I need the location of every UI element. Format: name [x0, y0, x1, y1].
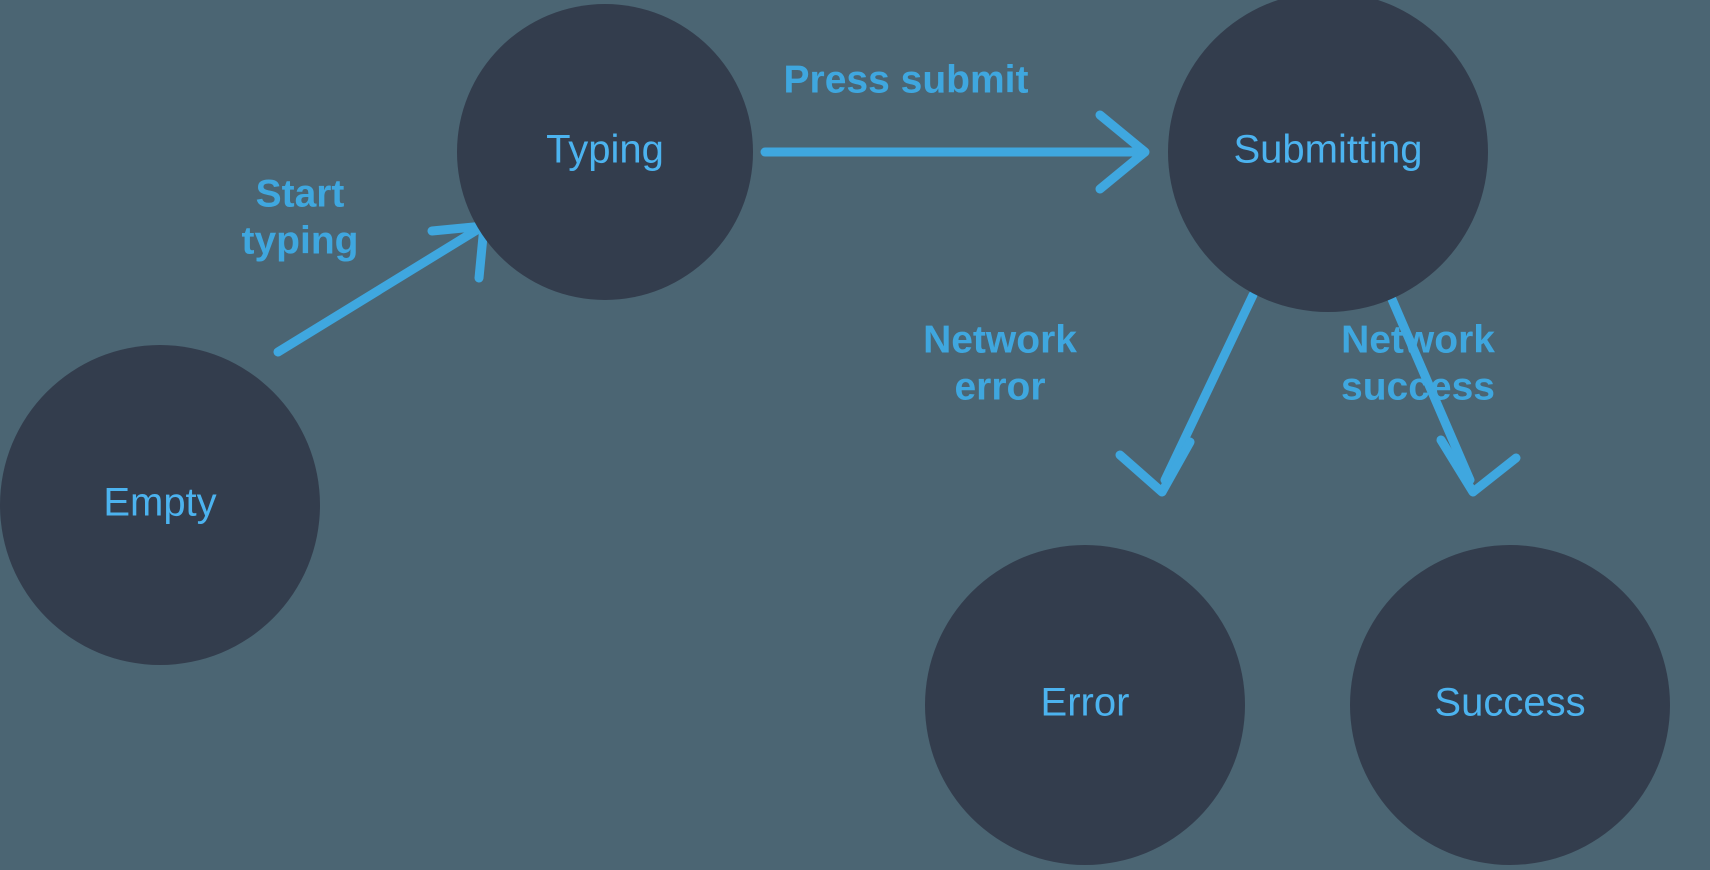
state-node-typing[interactable]: Typing [457, 4, 753, 300]
state-node-typing-circle[interactable] [457, 4, 753, 300]
state-node-success-circle[interactable] [1350, 545, 1670, 865]
edge-submitting-to-error-label-line1: Network [923, 318, 1077, 361]
edge-submitting-to-error-line [1160, 290, 1258, 485]
state-node-submitting-circle[interactable] [1168, 0, 1488, 312]
state-node-empty[interactable]: Empty [0, 345, 320, 665]
edge-submitting-to-error-label-line2: error [954, 365, 1045, 408]
edge-empty-to-typing: Start typing [242, 172, 489, 357]
edge-submitting-to-success-label-line1: Network [1341, 318, 1495, 361]
edge-submitting-to-error: Network error [923, 290, 1258, 497]
state-node-error-circle[interactable] [925, 545, 1245, 865]
state-node-submitting[interactable]: Submitting [1168, 0, 1488, 312]
edge-empty-to-typing-line [273, 223, 485, 357]
edge-typing-to-submitting: Press submit [760, 58, 1150, 194]
state-node-error[interactable]: Error [925, 545, 1245, 865]
edge-empty-to-typing-label-line1: Start [256, 172, 345, 215]
state-node-typing-label: Typing [546, 128, 664, 172]
edge-empty-to-typing-label-line2: typing [242, 219, 359, 262]
edge-submitting-to-success-line [1383, 285, 1475, 485]
edge-submitting-to-success: Network success [1341, 285, 1521, 497]
state-node-empty-label: Empty [103, 481, 216, 525]
state-node-empty-circle[interactable] [0, 345, 320, 665]
state-node-success[interactable]: Success [1350, 545, 1670, 865]
state-node-submitting-label: Submitting [1234, 128, 1423, 172]
edge-submitting-to-error-arrowhead [1115, 437, 1195, 497]
edge-typing-to-submitting-label: Press submit [784, 58, 1029, 101]
edge-submitting-to-success-arrowhead [1436, 435, 1521, 497]
state-node-error-label: Error [1041, 681, 1130, 725]
edge-typing-to-submitting-arrowhead [1095, 110, 1150, 194]
state-node-success-label: Success [1434, 681, 1585, 725]
edge-submitting-to-success-label-line2: success [1341, 365, 1495, 408]
